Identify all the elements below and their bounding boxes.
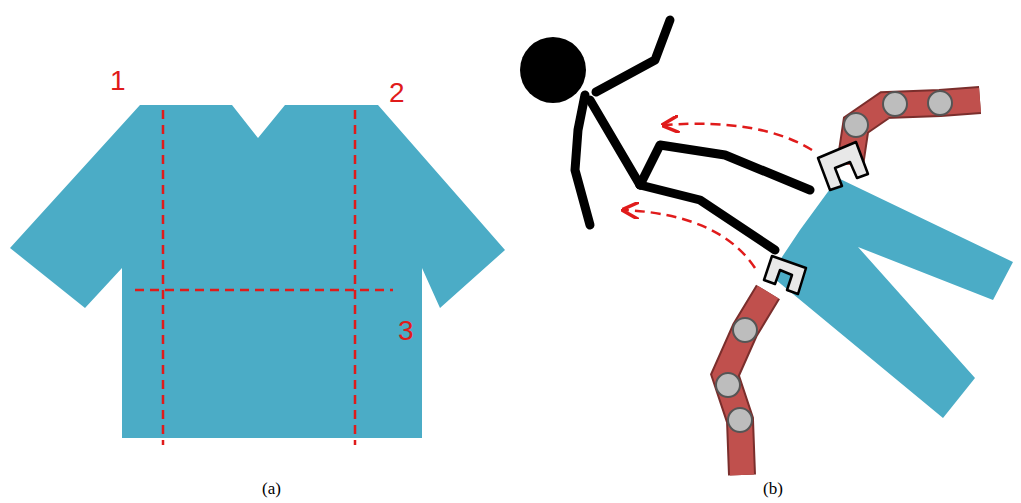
motion-arrows xyxy=(625,124,812,268)
pants xyxy=(770,178,1013,418)
stick-figure xyxy=(575,20,810,250)
shirt xyxy=(10,105,505,438)
head xyxy=(520,37,586,103)
callout-number: 2 xyxy=(389,79,405,107)
grippers xyxy=(764,142,868,294)
robot-arm-lower xyxy=(716,292,768,475)
fold-lines xyxy=(135,110,393,445)
callout-number: 3 xyxy=(398,317,414,345)
subfigure-label: (a) xyxy=(262,480,281,497)
subfigure-label: (b) xyxy=(763,480,783,497)
robot-arm-upper xyxy=(844,91,980,165)
callout-number: 1 xyxy=(110,67,126,95)
